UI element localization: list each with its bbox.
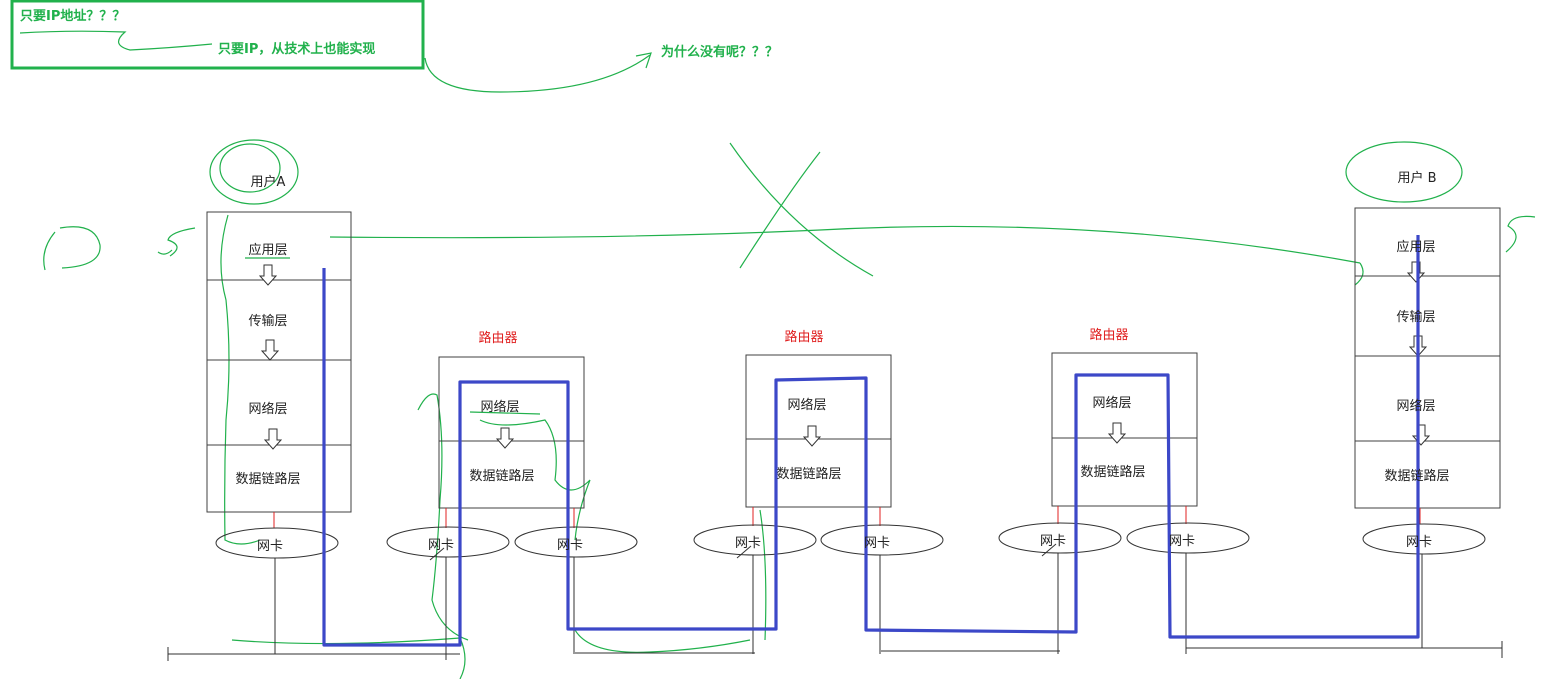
router-3-layer-datalink: 数据链路层 xyxy=(1080,465,1146,480)
host-a-name: 用户A xyxy=(250,175,286,190)
host-a-arrow-2 xyxy=(260,339,280,361)
router-1-title: 路由器 xyxy=(478,331,518,346)
host-a-bottom-scribble xyxy=(231,637,466,679)
host-a-layer-transport: 传输层 xyxy=(248,314,288,329)
host-b-layer-transport: 传输层 xyxy=(1396,310,1436,325)
router-1-arrow xyxy=(495,427,515,449)
router-2-layer-datalink: 数据链路层 xyxy=(776,467,842,482)
router-2-arrow xyxy=(802,425,822,447)
cross-mark-2 xyxy=(739,151,821,269)
app-layer-link xyxy=(329,225,1361,264)
router-2-nic-mark xyxy=(736,545,752,559)
router-1-nic-left-ellipse xyxy=(386,526,510,558)
host-b-layer-datalink: 数据链路层 xyxy=(1384,469,1450,484)
note-box xyxy=(10,0,425,70)
host-b-box xyxy=(1354,207,1501,509)
host-a-arrow-1 xyxy=(258,264,278,286)
note-underline xyxy=(19,30,213,51)
router1-underline xyxy=(469,411,541,415)
router-3-box xyxy=(1051,352,1198,507)
router-2-layer-network: 网络层 xyxy=(787,398,827,413)
router-3-nic-left: 网卡 xyxy=(1039,534,1067,549)
data-flow-path xyxy=(322,235,1420,647)
router-3-layer-network: 网络层 xyxy=(1092,396,1132,411)
cross-mark xyxy=(729,142,874,277)
note-question: 为什么没有呢？？？ xyxy=(661,45,779,60)
note-box-comment: 只要IP，从技术上也能实现 xyxy=(218,42,376,57)
user-a-circle-2 xyxy=(219,143,281,193)
host-b-nic-ellipse xyxy=(1362,523,1486,555)
router-1-layer-datalink: 数据链路层 xyxy=(469,469,535,484)
app-link-end xyxy=(1354,262,1364,286)
host-b-name: 用户 B xyxy=(1397,171,1437,186)
note-arrowhead xyxy=(635,52,652,69)
note-arrow-curve xyxy=(424,54,651,93)
router-1-nic-right-ellipse xyxy=(514,526,638,558)
router-2-nic-right-ellipse xyxy=(820,524,944,556)
host-b-arrow-3 xyxy=(1411,424,1431,446)
router-2-nic-left: 网卡 xyxy=(734,536,762,551)
router-1-box xyxy=(438,356,585,509)
router-3-nic-mark xyxy=(1041,543,1057,557)
host-a-trace xyxy=(220,214,261,545)
host-b-arrow-1 xyxy=(1406,261,1426,283)
host-a-box xyxy=(206,211,352,513)
host-b-nic: 网卡 xyxy=(1405,535,1433,550)
router1-trace xyxy=(417,393,469,641)
host-a-arrow-3 xyxy=(263,428,283,450)
router-1-nic-mark xyxy=(429,547,445,561)
router-3-arrow xyxy=(1107,422,1127,444)
scribble-5-right xyxy=(1505,215,1536,253)
host-b-layer-app: 应用层 xyxy=(1396,240,1436,255)
host-a-layer-app: 应用层 xyxy=(248,243,288,258)
host-a-layer-network: 网络层 xyxy=(248,402,288,417)
router1-bottom-scribble xyxy=(574,629,751,653)
note-box-title: 只要IP地址？？？ xyxy=(20,9,126,24)
scribble-5 xyxy=(157,227,196,257)
host-a-nic: 网卡 xyxy=(256,539,284,554)
router-1-nic-left: 网卡 xyxy=(427,538,455,553)
host-a-layer-datalink: 数据链路层 xyxy=(235,472,301,487)
router-2-box xyxy=(745,354,892,508)
router-2-title: 路由器 xyxy=(784,330,824,345)
user-b-circle xyxy=(1345,141,1463,203)
router-3-nic-right: 网卡 xyxy=(1168,534,1196,549)
router-3-nic-right-ellipse xyxy=(1126,522,1250,554)
router-2-nic-left-ellipse xyxy=(693,524,817,556)
router-3-nic-left-ellipse xyxy=(998,522,1122,554)
router2-trace xyxy=(759,509,767,641)
router-3-title: 路由器 xyxy=(1089,328,1129,343)
router-1-nic-right: 网卡 xyxy=(556,538,584,553)
user-a-circle xyxy=(209,139,299,205)
scribble-d xyxy=(43,226,101,271)
host-b-layer-network: 网络层 xyxy=(1396,399,1436,414)
router-2-nic-right: 网卡 xyxy=(863,536,891,551)
host-a-nic-ellipse xyxy=(215,527,339,559)
router-1-layer-network: 网络层 xyxy=(480,400,520,415)
